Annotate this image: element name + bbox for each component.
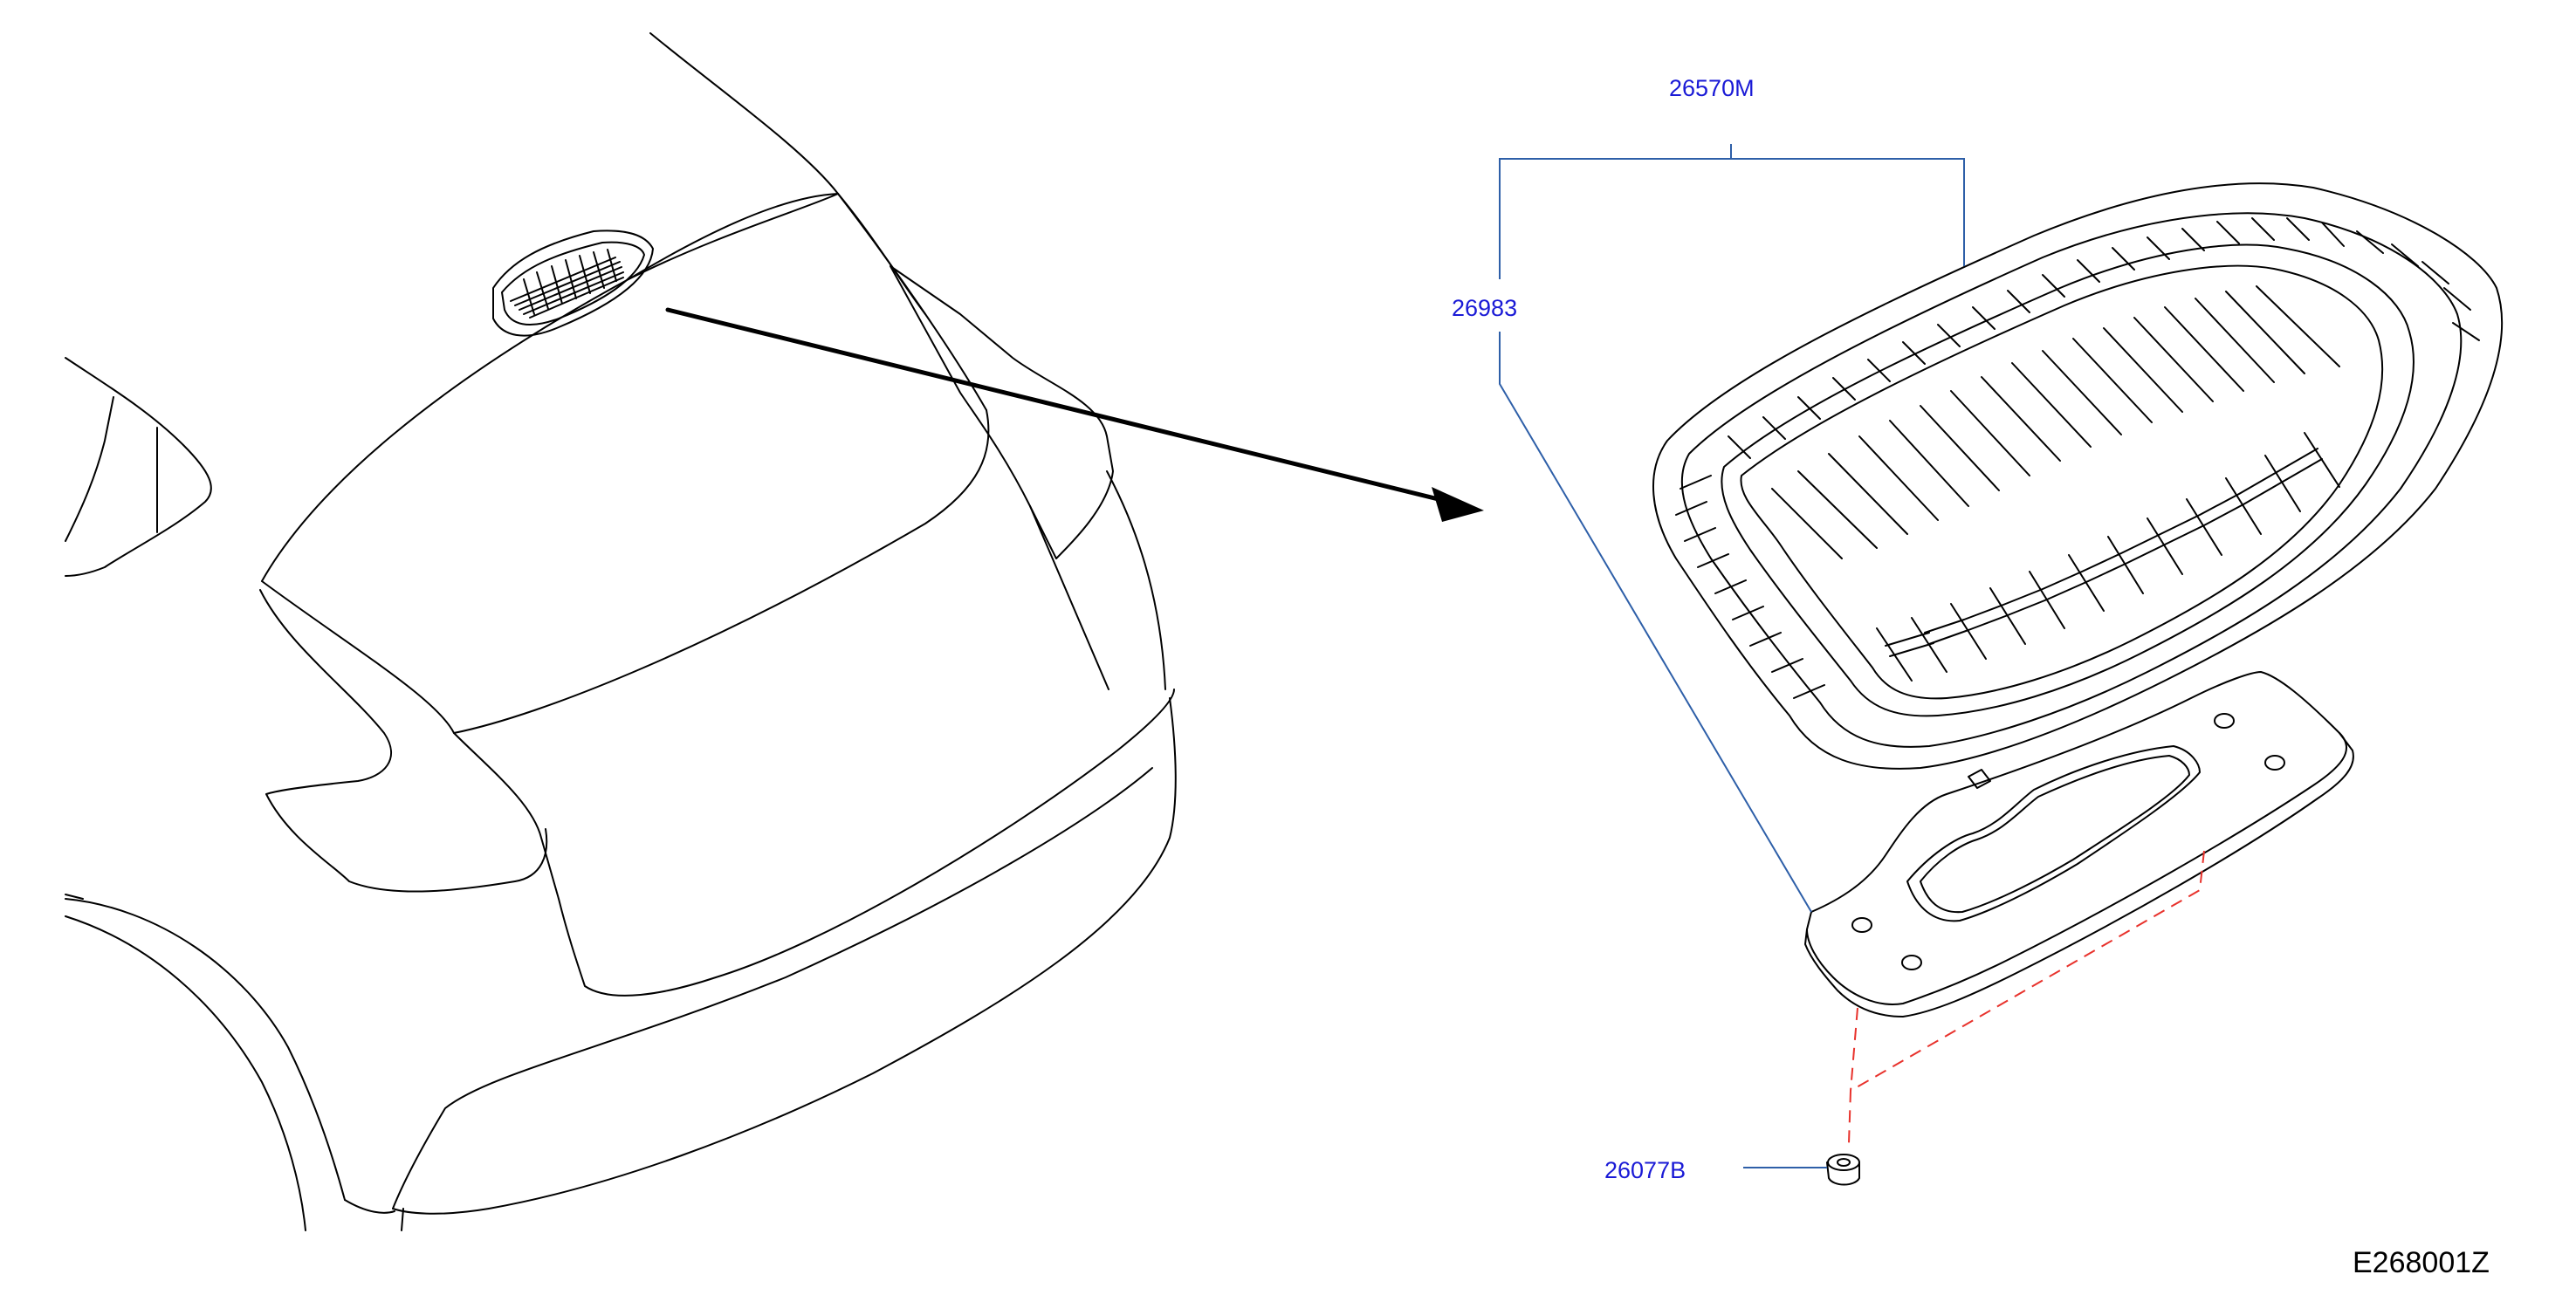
fastener-dash-lines bbox=[1848, 850, 2205, 1144]
nut-fastener bbox=[1826, 1154, 1860, 1186]
vehicle-rear-view bbox=[65, 32, 1177, 1231]
vent-grille-assembly bbox=[1652, 182, 2504, 770]
roof-vent-location bbox=[492, 230, 654, 337]
callout-26077B: 26077B bbox=[1604, 1157, 1686, 1183]
gasket-plate bbox=[1804, 671, 2354, 1018]
pointer-arrow bbox=[665, 307, 1484, 522]
diagram-reference-code: E268001Z bbox=[2353, 1246, 2490, 1279]
callout-26570M: 26570M bbox=[1669, 75, 1755, 101]
callout-26983: 26983 bbox=[1452, 295, 1517, 321]
callout-leaders bbox=[1499, 144, 1965, 1168]
